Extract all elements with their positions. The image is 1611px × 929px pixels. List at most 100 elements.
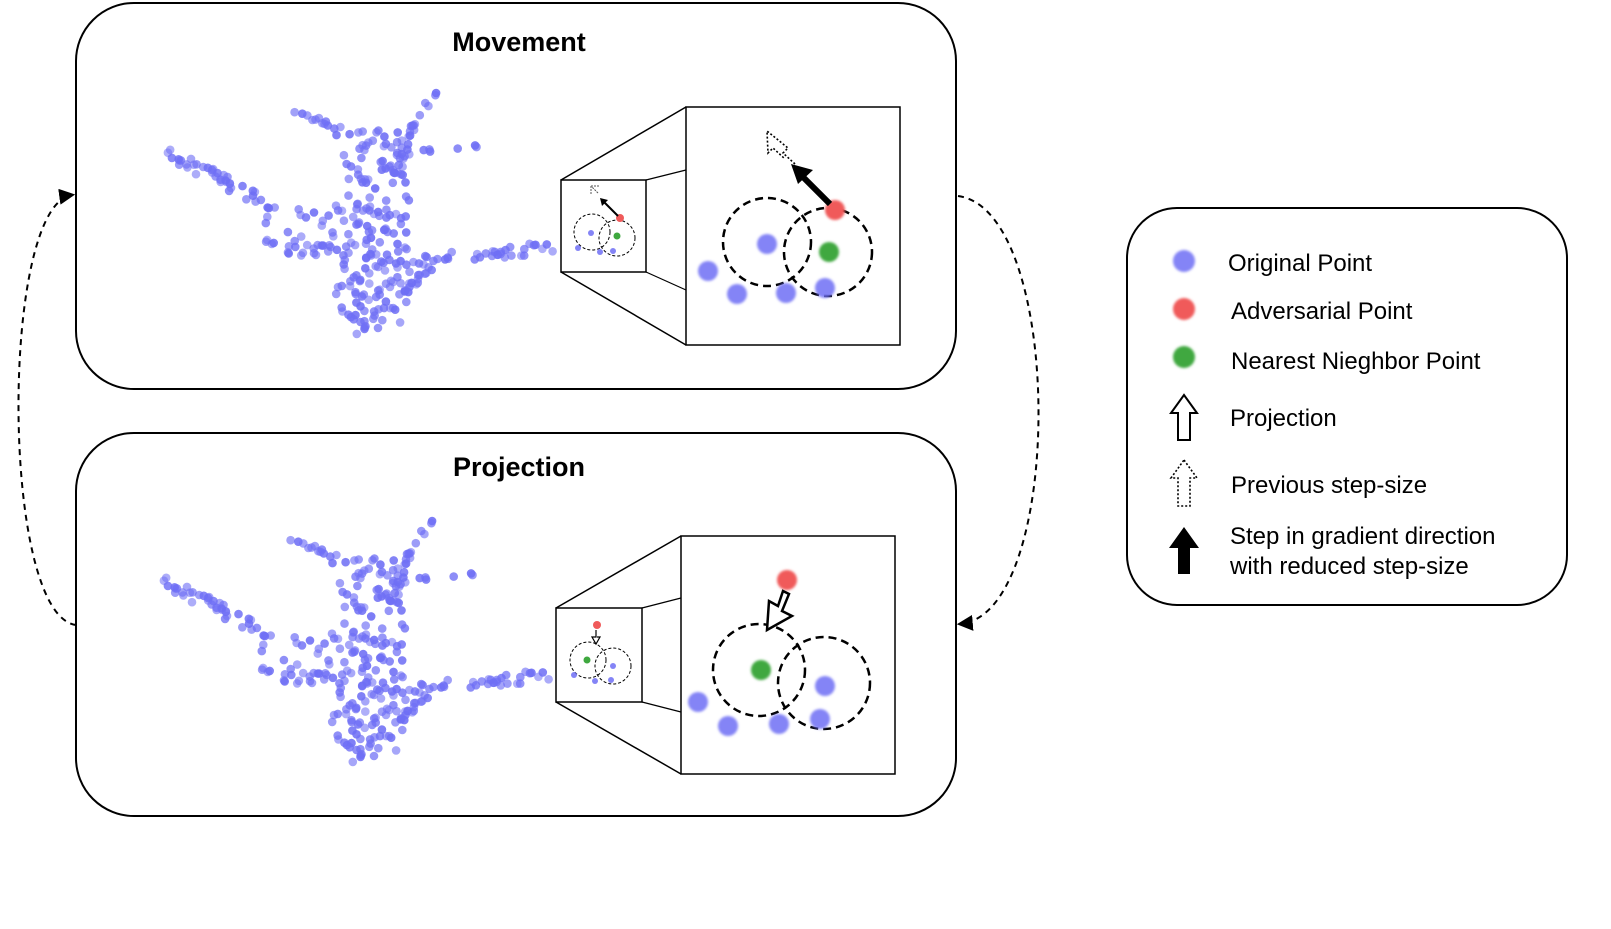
cloud-point: [260, 631, 270, 641]
legend-adversarial-icon: [1173, 298, 1195, 320]
cloud-point: [375, 285, 385, 295]
cloud-point: [292, 679, 302, 688]
cloud-point: [354, 219, 363, 229]
cloud-point: [405, 553, 415, 563]
cloud-point: [307, 543, 316, 552]
cloud-point: [398, 725, 407, 735]
cloud-point: [507, 251, 516, 260]
cloud-point: [387, 687, 397, 696]
cloud-point: [385, 657, 395, 666]
cloud-point: [364, 295, 374, 305]
cloud-point: [342, 666, 352, 675]
cloud-point: [449, 572, 459, 581]
zoom-box-small: [555, 607, 643, 703]
cloud-point: [349, 593, 359, 602]
cloud-point: [352, 329, 362, 339]
cloud-point: [400, 151, 409, 161]
cloud-point: [344, 640, 354, 650]
cloud-point: [298, 109, 307, 118]
cloud-point: [290, 107, 299, 117]
adversarial-point: [777, 570, 797, 590]
cloud-point: [159, 576, 169, 585]
cloud-point: [365, 193, 375, 202]
cloud-point: [340, 676, 349, 686]
cloud-point: [294, 537, 303, 546]
legend-original-label: Original Point: [1228, 250, 1372, 277]
cloud-point: [361, 634, 370, 643]
cloud-point: [348, 632, 357, 642]
cloud-point: [333, 709, 343, 719]
cloud-point: [375, 569, 385, 579]
cloud-point: [351, 310, 360, 320]
cloud-point: [335, 578, 345, 588]
cloud-point: [379, 303, 389, 313]
cloud-point: [396, 219, 406, 229]
cloud-point: [327, 717, 337, 727]
projection-arrow: [765, 589, 795, 633]
cloud-point: [332, 130, 341, 140]
cloud-point: [320, 639, 329, 648]
cloud-point: [248, 191, 258, 200]
cloud-point: [471, 681, 481, 690]
cloud-point: [373, 323, 383, 333]
cloud-point: [323, 247, 333, 256]
cloud-point: [325, 660, 334, 669]
cloud-point: [365, 206, 374, 215]
cloud-point: [360, 723, 370, 733]
cloud-point: [380, 266, 390, 275]
cloud-point: [345, 281, 355, 291]
cloud-point: [172, 584, 182, 593]
cloud-point: [496, 249, 506, 259]
cloud-point: [358, 178, 367, 187]
cloud-point: [416, 697, 426, 706]
neighborhood-circle: [721, 196, 813, 288]
zoom-box-small: [560, 179, 647, 273]
cloud-point: [398, 688, 407, 697]
cloud-point: [264, 203, 274, 213]
legend-nearest-label: Nearest Nieghbor Point: [1231, 348, 1481, 375]
cloud-point: [403, 706, 412, 716]
cloud-point: [342, 159, 351, 169]
legend-original-icon: [1173, 250, 1195, 272]
cloud-point: [185, 588, 195, 597]
cloud-point: [344, 310, 353, 320]
cloud-point: [283, 248, 293, 257]
cloud-point: [410, 687, 420, 696]
cloud-point: [407, 278, 416, 288]
legend-previous-label: Previous step-size: [1231, 472, 1427, 499]
cloud-point: [358, 127, 368, 136]
cloud-point: [427, 518, 436, 528]
cloud-point: [382, 250, 392, 259]
cloud-point: [375, 731, 385, 741]
cloud-point: [376, 694, 386, 703]
cloud-point: [371, 292, 381, 302]
cloud-point: [357, 692, 366, 701]
cloud-point: [414, 270, 423, 280]
cloud-point: [361, 621, 371, 630]
cloud-point: [351, 287, 360, 297]
projection-title: Projection: [453, 452, 585, 482]
cloud-point: [244, 619, 254, 628]
cloud-point: [377, 624, 387, 633]
cloud-point: [302, 240, 312, 250]
cloud-point: [305, 636, 315, 645]
cloud-point: [422, 252, 431, 262]
cloud-point: [221, 606, 231, 616]
cloud-point: [393, 128, 403, 137]
cloud-point: [369, 314, 378, 324]
cloud-point: [329, 634, 339, 643]
cloud-point: [362, 679, 372, 688]
cloud-point: [487, 251, 497, 261]
cloud-point: [525, 239, 534, 249]
legend-projection-label: Projection: [1230, 405, 1337, 432]
cloud-point: [382, 704, 392, 714]
cloud-point: [389, 667, 398, 677]
legend-gradient-label-line1: Step in gradient direction: [1230, 523, 1496, 550]
cloud-point: [492, 677, 502, 687]
cloud-point: [363, 654, 373, 663]
cloud-point: [369, 751, 379, 761]
cycle-arrow-right: [956, 195, 1040, 631]
cloud-point: [421, 98, 430, 108]
cloud-point: [337, 281, 347, 291]
cloud-point: [176, 156, 186, 165]
